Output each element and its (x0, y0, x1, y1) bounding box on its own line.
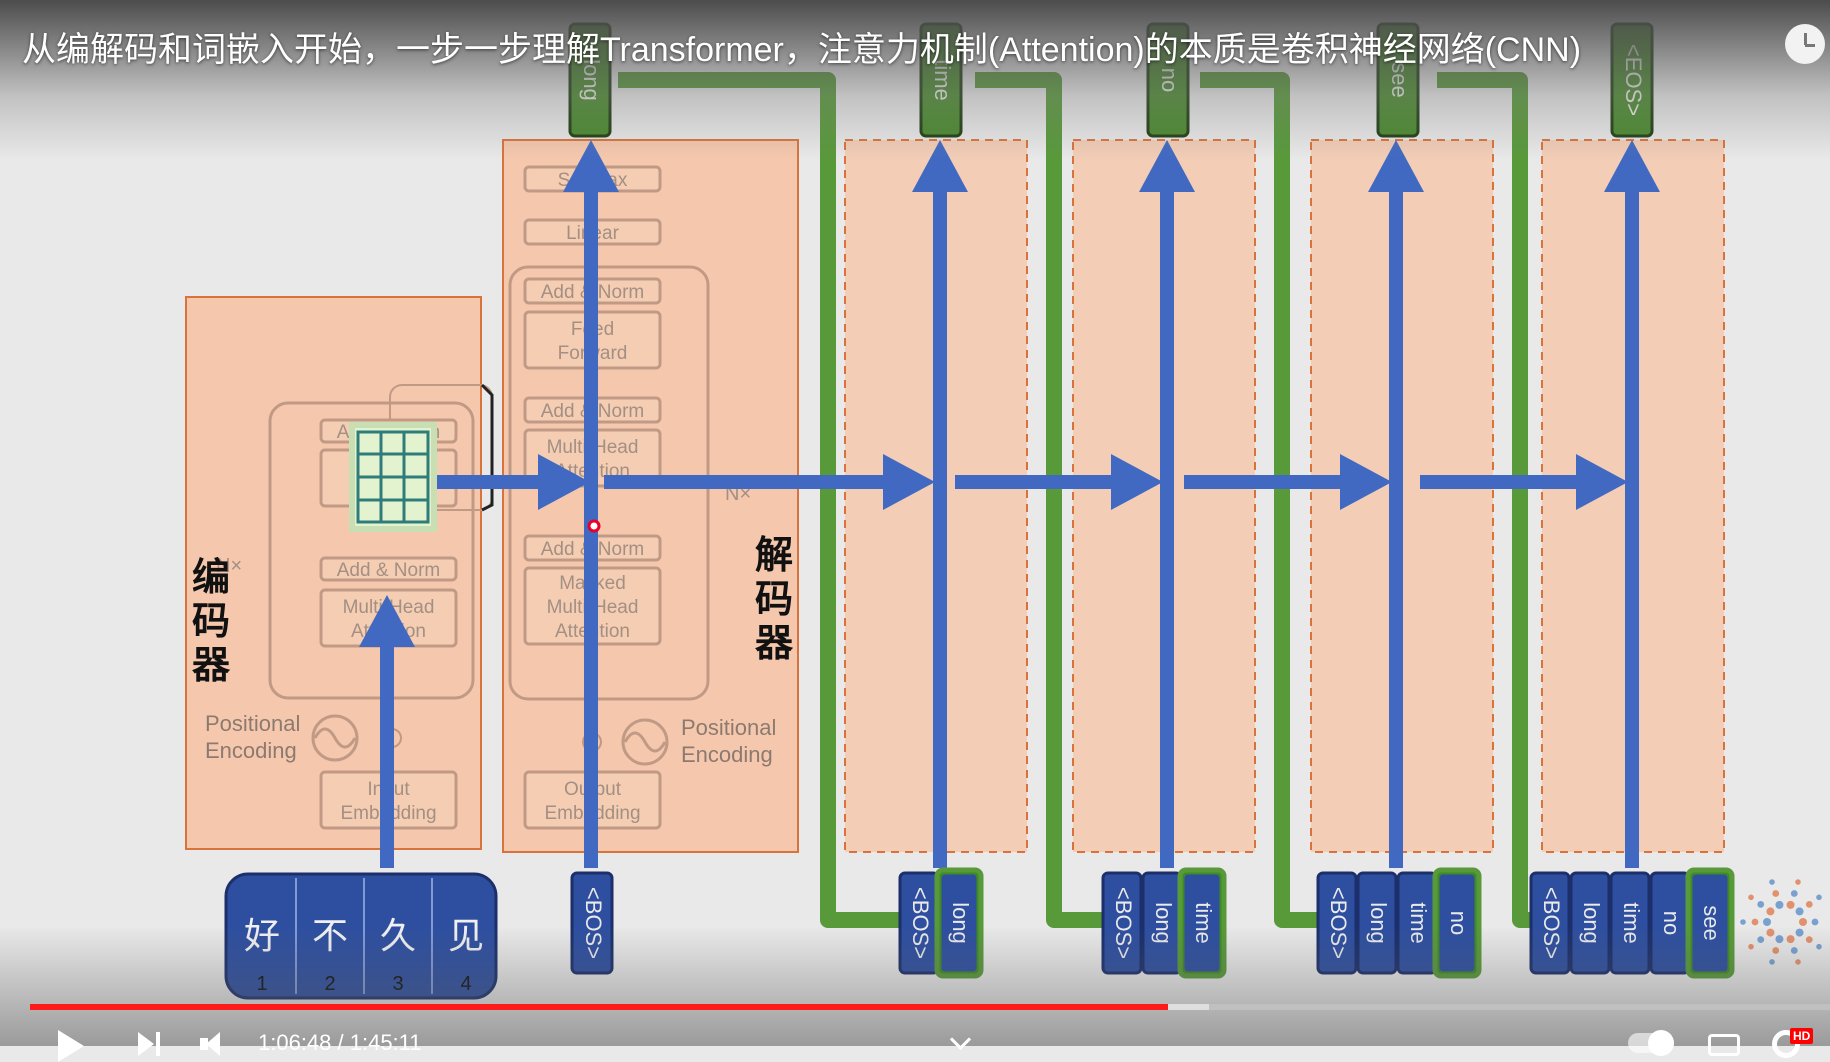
title-gradient (0, 0, 1830, 160)
label-char: 码 (192, 601, 230, 643)
encoder-pe-label-2: Encoding (205, 738, 297, 763)
encoder-inner-frame (268, 401, 475, 700)
next-icon[interactable] (138, 1032, 162, 1056)
label-char: 解 (755, 535, 793, 577)
blue-arrow-head (1139, 140, 1195, 192)
label-char: 器 (192, 645, 231, 687)
matrix-grid-icon (349, 422, 437, 532)
blue-arrow-head (1111, 454, 1163, 510)
progress-bar[interactable] (30, 1004, 1830, 1010)
label-char: 码 (755, 579, 793, 621)
play-icon[interactable] (58, 1030, 84, 1062)
time-display: 1:06:48 / 1:45:11 (258, 1030, 422, 1055)
encoder-pe-label-1: Positional (205, 711, 300, 736)
decoder-pe-label-1: Positional (681, 715, 776, 740)
video-title: 从编解码和词嵌入开始，一步一步理解Transformer，注意力机制(Atten… (22, 31, 1582, 69)
decoder-label: 解码器 (755, 535, 794, 665)
hd-badge: HD (1790, 1028, 1814, 1044)
controls-gradient (0, 926, 1830, 1046)
cursor-dot (587, 519, 601, 533)
blue-arrow-head (1604, 140, 1660, 192)
decoder-sine-icon (623, 731, 667, 753)
blue-arrow-head (912, 140, 968, 192)
blue-arrow-head (1368, 140, 1424, 192)
captions-icon[interactable] (1708, 1034, 1740, 1056)
clock-icon[interactable] (1785, 24, 1825, 64)
label-char: 编 (192, 557, 230, 599)
blue-arrow-head (359, 595, 415, 647)
blue-arrow-head (1340, 454, 1392, 510)
blue-arrow-head (538, 454, 590, 510)
autoplay-toggle-icon[interactable] (1628, 1030, 1674, 1056)
encoder-residual-bracket (480, 383, 494, 512)
blue-arrow-head (883, 454, 935, 510)
decoder-pe-label-2: Encoding (681, 742, 773, 767)
encoder-label: 编码器 (192, 557, 231, 687)
label-char: 器 (755, 623, 794, 665)
encoder-nx-label: N× (216, 555, 242, 577)
blue-arrow-head (1576, 454, 1628, 510)
encoder-add-norm-block: Add & Norm (319, 556, 458, 582)
volume-icon[interactable] (200, 1030, 234, 1060)
blue-arrow-head (563, 140, 619, 192)
decoder-positional-encoding-icon (621, 718, 669, 766)
encoder-positional-encoding-icon (311, 714, 359, 762)
block-label: Add & Norm (337, 560, 440, 581)
progress-fill (30, 1004, 1168, 1010)
encoder-sine-icon (313, 727, 357, 749)
